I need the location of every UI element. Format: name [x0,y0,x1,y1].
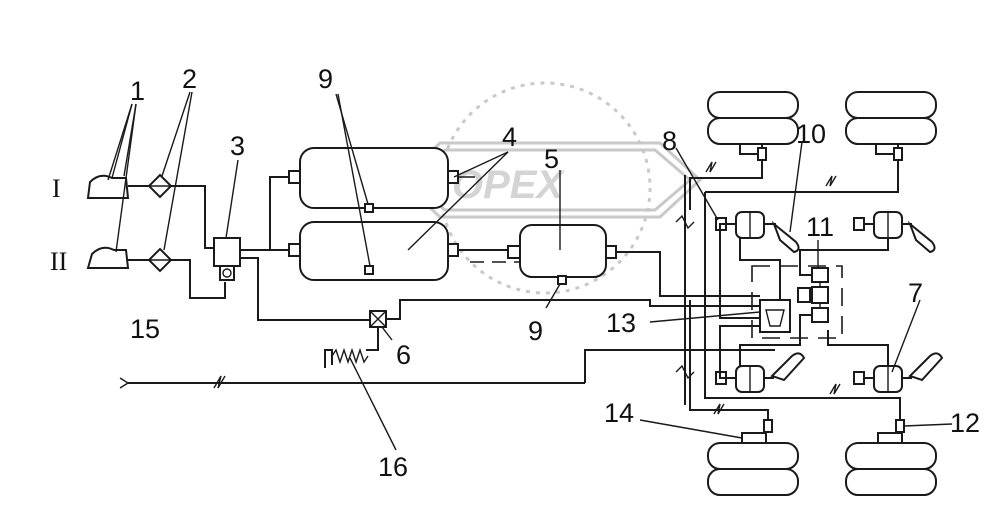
callout-4: 4 [502,122,517,152]
wheel-sensor-fr [893,147,903,161]
callout-14: 14 [604,398,634,428]
circuit-label-2: II [50,247,67,276]
brake-chamber-rear-right [853,352,944,393]
filter-lower [147,247,173,273]
brake-valve-upper [86,174,130,199]
brake-chamber-front-left [715,211,800,254]
drain-valve-2 [364,265,374,275]
callout-16: 16 [378,452,408,482]
opex-watermark: OPEX [397,81,703,295]
wheel-sensor-rl [763,419,773,433]
callout-12: 12 [950,408,980,438]
drain-valve-3 [557,275,567,285]
relay-valve [759,299,791,333]
tyre-front-right [845,91,937,155]
callout-10: 10 [796,119,826,149]
callout-15: 15 [130,314,160,344]
callout-3: 3 [230,131,245,161]
callout-9-bottom: 9 [528,316,543,346]
brake-valve-lower [86,246,130,269]
air-receiver-small [507,224,617,278]
wheel-sensor-fl [757,147,767,161]
callout-1: 1 [130,76,145,106]
spring-coupling [324,347,369,368]
pressure-regulator [213,237,241,281]
air-receiver-upper [288,147,459,209]
brake-chamber-front-right [853,211,936,254]
watermark-text: OPEX [452,163,565,207]
trailer-line [119,349,775,389]
callout-6: 6 [396,340,411,370]
callout-7: 7 [908,278,923,308]
callout-11: 11 [806,212,834,242]
tyre-rear-right [845,432,937,496]
drain-valve-1 [364,203,374,213]
tyre-rear-left [707,432,799,496]
callout-13: 13 [606,308,636,338]
circuit-label-1: I [52,174,61,203]
callout-5: 5 [544,144,559,174]
callout-8: 8 [662,126,677,156]
filter-upper [147,173,173,199]
callout-9-top: 9 [318,64,333,94]
callout-2: 2 [182,64,197,94]
tyre-front-left [707,91,799,155]
air-receiver-lower [288,221,459,281]
abs-modulator-block [751,265,843,339]
safety-valve [369,310,387,328]
callout-leaders [107,91,953,451]
wheel-sensor-rr [895,419,905,433]
brake-chamber-rear-left [715,352,806,393]
